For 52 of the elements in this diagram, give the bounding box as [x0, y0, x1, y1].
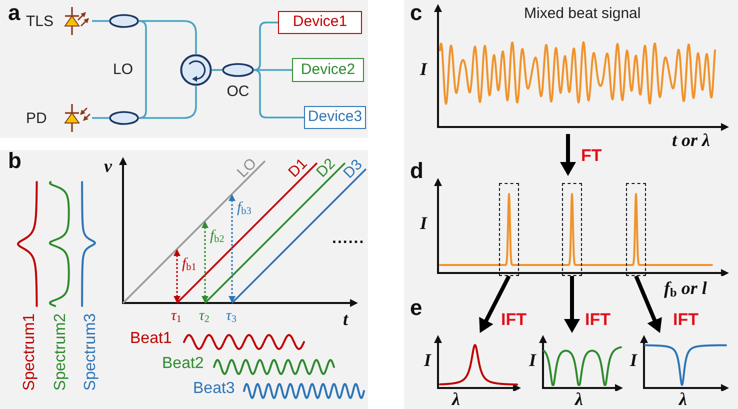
component-label: PD — [26, 110, 47, 126]
fiber-line — [92, 117, 109, 119]
device-box: Device1 — [278, 11, 362, 34]
component-label: TLS — [26, 14, 54, 28]
arrow — [560, 134, 576, 176]
fiber-line — [139, 20, 197, 54]
axis-label: I — [529, 351, 536, 369]
waveform-label: Beat3 — [193, 381, 235, 397]
axis-label: t — [343, 310, 348, 328]
panel-label: d — [410, 160, 424, 182]
axis-label: I — [630, 351, 638, 369]
axis-label: f$_{b}$ or l — [664, 279, 707, 297]
arrow — [634, 275, 662, 333]
panel-label: c — [410, 2, 422, 24]
edge-label: LO — [112, 62, 134, 77]
panel-label: a — [8, 2, 20, 24]
dashed-window — [626, 183, 646, 276]
fiber-line — [139, 86, 197, 119]
component-label: OC — [226, 84, 250, 99]
panel-label: e — [410, 297, 422, 319]
edge-label: IFT — [500, 311, 528, 328]
panel-label: b — [8, 150, 22, 172]
fiber-line — [92, 20, 109, 22]
chart-title: Mixed beat signal — [524, 6, 641, 21]
device-box: Device2 — [292, 58, 364, 82]
axis-label: I — [420, 214, 428, 232]
fiber-line — [254, 69, 292, 71]
fiber-line — [253, 69, 304, 118]
axis-label: λ — [679, 390, 687, 408]
delay-label: τ$_{1}$ — [171, 309, 182, 324]
spectrum-label: Spectrum1 — [22, 313, 38, 391]
axis-label: λ — [575, 390, 583, 408]
spectrum-label: Spectrum2 — [53, 313, 69, 391]
waveform-label: Beat2 — [162, 356, 204, 372]
edge-label: FT — [580, 147, 603, 164]
delay-label: τ$_{3}$ — [226, 309, 236, 324]
axis-label: I — [420, 60, 428, 78]
edge-label: IFT — [584, 311, 612, 328]
dashed-window — [562, 183, 582, 276]
delay-label: τ$_{2}$ — [199, 309, 210, 324]
waveform-label: Beat1 — [130, 331, 172, 347]
dashed-window — [499, 183, 519, 276]
arrow — [479, 275, 511, 333]
edge-label: IFT — [672, 311, 700, 328]
arrow — [564, 276, 580, 333]
fiber-line — [212, 69, 222, 71]
device-box: Device3 — [304, 106, 366, 129]
axis-label: λ — [452, 390, 460, 408]
axis-label: I — [424, 351, 432, 369]
axis-label: t or λ — [672, 131, 710, 149]
axis-label: ν — [104, 157, 112, 175]
spectrum-label: Spectrum3 — [83, 313, 99, 391]
